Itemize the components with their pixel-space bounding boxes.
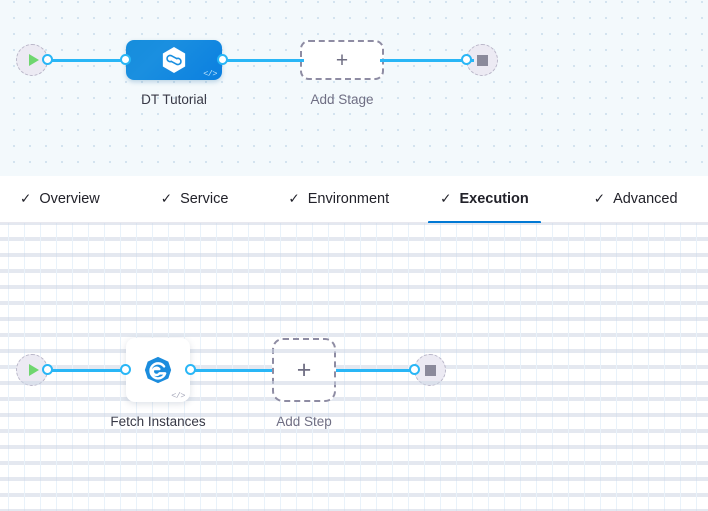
step-end-node[interactable]: [409, 354, 446, 386]
plus-icon: +: [296, 355, 312, 384]
tab-label: Environment: [307, 191, 390, 207]
tab-label: Execution: [459, 191, 529, 207]
add-step-button[interactable]: +: [272, 338, 336, 402]
add-step-label: Add Step: [276, 414, 332, 429]
stop-icon: [476, 54, 488, 66]
check-icon: ✓: [288, 191, 300, 207]
start-circle: [16, 44, 48, 76]
add-stage-label: Add Stage: [310, 92, 374, 107]
check-icon: ✓: [160, 191, 173, 207]
execution-step-canvas[interactable]: </> Fetch Instances + Add Step: [0, 223, 708, 511]
plus-icon: +: [335, 48, 349, 72]
code-badge-icon: </>: [171, 390, 185, 401]
tab-overview[interactable]: ✓ Overview: [18, 176, 102, 223]
tab-label: Advanced: [613, 191, 678, 207]
stage-label: DT Tutorial: [141, 92, 207, 107]
hexagon-infinity-icon: [162, 47, 186, 73]
stage-canvas[interactable]: </> DT Tutorial + Add Stage: [0, 0, 708, 176]
tab-execution[interactable]: ✓ Execution: [428, 176, 541, 224]
step-input-port[interactable]: [120, 364, 131, 375]
edge-start-to-step: [46, 369, 132, 372]
play-icon: [28, 54, 39, 66]
stage-input-port[interactable]: [120, 54, 131, 65]
stage-box[interactable]: </>: [126, 40, 222, 80]
start-output-port[interactable]: [42, 364, 53, 375]
play-icon: [28, 364, 39, 376]
start-output-port[interactable]: [42, 54, 53, 65]
end-input-port[interactable]: [461, 54, 472, 65]
end-input-port[interactable]: [409, 364, 420, 375]
edge-add-stage-to-end: [380, 59, 474, 62]
stage-output-port[interactable]: [217, 54, 228, 65]
harness-e-icon: [144, 356, 172, 384]
code-badge-icon: </>: [203, 68, 217, 79]
tab-advanced[interactable]: ✓ Advanced: [592, 176, 680, 223]
check-icon: ✓: [593, 191, 606, 207]
step-node-fetch-instances[interactable]: </> Fetch Instances: [110, 338, 206, 429]
stop-icon: [424, 364, 436, 376]
step-box[interactable]: </>: [126, 338, 190, 402]
stage-config-tab-bar: ✓ Overview ✓ Service ✓ Environment ✓ Exe…: [0, 176, 708, 224]
active-tab-underline: [428, 220, 541, 224]
tab-label: Overview: [39, 191, 100, 207]
stage-end-node[interactable]: [461, 44, 498, 76]
end-circle: [466, 44, 498, 76]
add-step-node[interactable]: + Add Step: [272, 338, 336, 429]
edge-stage-to-add-stage: [216, 59, 304, 62]
step-output-port[interactable]: [185, 364, 196, 375]
tab-service[interactable]: ✓ Service: [159, 176, 231, 223]
step-start-node[interactable]: [16, 354, 53, 386]
step-label: Fetch Instances: [110, 414, 206, 429]
stage-start-node[interactable]: [16, 44, 53, 76]
edge-start-to-stage: [46, 59, 132, 62]
add-stage-button[interactable]: +: [300, 40, 384, 80]
check-icon: ✓: [20, 191, 32, 207]
stage-node-dt-tutorial[interactable]: </> DT Tutorial: [120, 40, 228, 107]
edge-add-step-to-end: [336, 369, 418, 372]
tab-environment[interactable]: ✓ Environment: [286, 176, 391, 223]
add-stage-node[interactable]: + Add Stage: [300, 40, 384, 107]
edge-step-to-add-step: [188, 369, 272, 372]
tab-label: Service: [180, 191, 229, 207]
check-icon: ✓: [440, 191, 452, 207]
